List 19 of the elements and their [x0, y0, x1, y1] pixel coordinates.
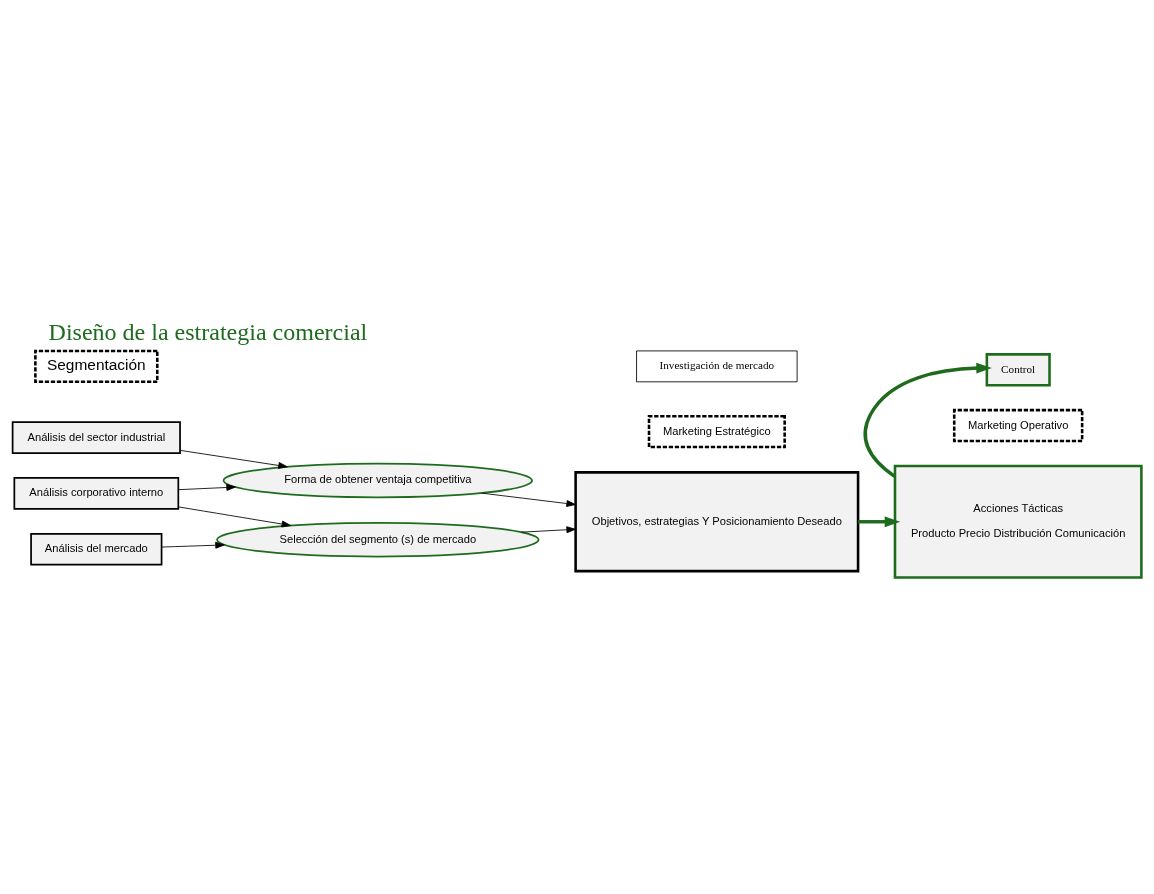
- node-box: Análisis del sector industrial: [11, 420, 181, 454]
- arrow: [481, 492, 576, 507]
- arrow: [178, 483, 236, 491]
- node-box: Análisis del mercado: [30, 532, 163, 566]
- diagram-title: Diseño de la estrategia comercial: [48, 318, 368, 345]
- node-box: Acciones Tácticas Producto Precio Distribución Comunicación: [893, 464, 1143, 579]
- arrow: [161, 541, 225, 549]
- node-box: Objetivos, estrategias Y Posicionamiento Deseado: [574, 470, 860, 572]
- arrow: [521, 525, 576, 533]
- node-box: Investigación de mercado: [636, 350, 798, 382]
- arrow: [179, 449, 288, 469]
- arrow: [863, 362, 992, 478]
- node-box: Marketing Estratégico: [647, 414, 786, 448]
- node-box: Segmentación: [34, 349, 159, 383]
- arrow: [178, 505, 291, 527]
- arrow: [858, 515, 901, 527]
- node-box: Análisis corporativo interno: [13, 476, 180, 510]
- node-box: Control: [985, 352, 1051, 387]
- node-box: Marketing Operativo: [952, 408, 1084, 442]
